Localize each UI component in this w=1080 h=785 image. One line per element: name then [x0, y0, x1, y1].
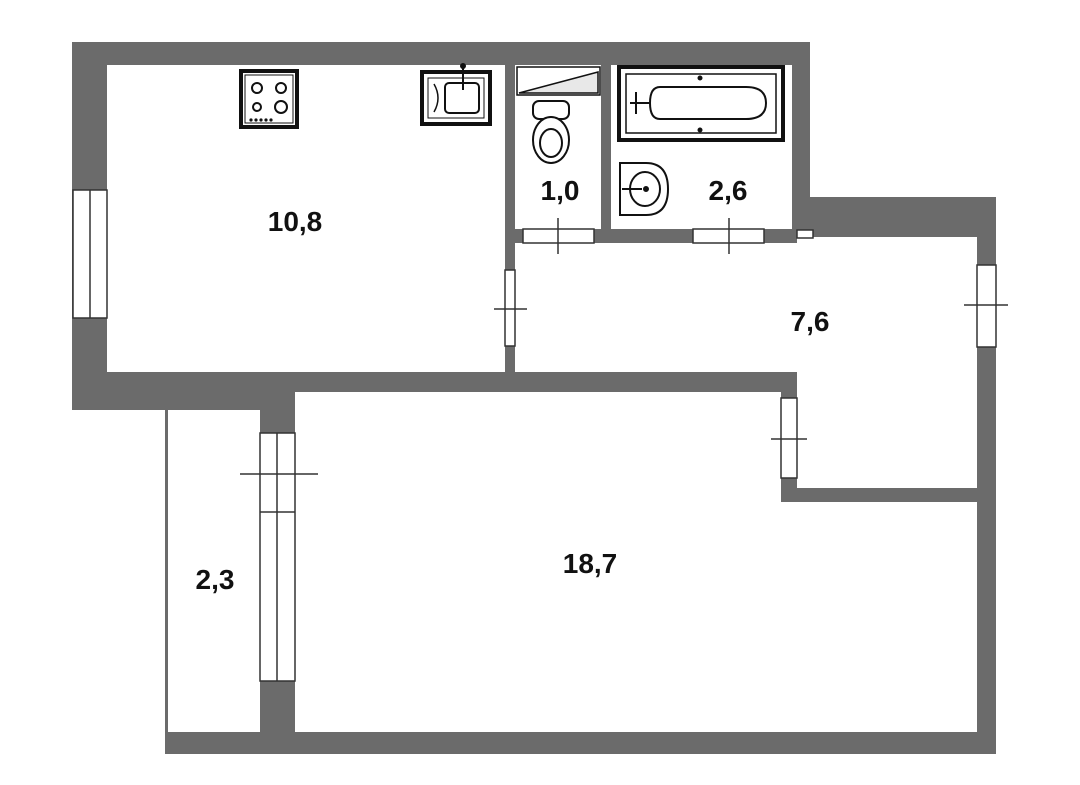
- toilet-icon: [532, 100, 570, 164]
- hallway-step: [796, 229, 814, 239]
- wall-step-top: [792, 197, 996, 237]
- wall-hall-inner-horizontal: [781, 488, 977, 502]
- wall-right-lower: [977, 488, 996, 754]
- room-labels: 10,8 1,0 2,6 7,6 18,7 2,3: [196, 175, 830, 595]
- wall-toilet-bath: [601, 42, 611, 238]
- area-hallway: 7,6: [791, 306, 830, 337]
- wall-bath-right: [792, 42, 810, 237]
- wall-right-upper: [977, 197, 996, 502]
- floor-living-right: [781, 502, 977, 732]
- floor-hallway-right: [797, 237, 977, 488]
- wall-kitchen-bottom: [72, 372, 796, 392]
- bathroom-sink-icon: [619, 162, 670, 216]
- area-toilet: 1,0: [541, 175, 580, 206]
- window-hallway: [976, 264, 997, 348]
- kitchen-sink-icon: [420, 63, 492, 126]
- area-living-room: 18,7: [563, 548, 618, 579]
- stove-icon: [239, 69, 299, 129]
- openings: [72, 189, 1008, 682]
- area-bathroom: 2,6: [709, 175, 748, 206]
- wall-lower-left-block: [72, 390, 294, 410]
- floor-living: [295, 392, 781, 732]
- floor-balcony: [168, 410, 260, 732]
- door-living: [780, 397, 798, 479]
- wall-bottom: [165, 732, 996, 754]
- door-kitchen: [504, 269, 516, 347]
- wall-balcony-left: [165, 410, 168, 734]
- wall-kitchen-toilet: [505, 42, 515, 372]
- cistern-shelf-icon: [516, 66, 601, 96]
- area-kitchen: 10,8: [268, 206, 323, 237]
- area-balcony: 2,3: [196, 564, 235, 595]
- bathtub-icon: [617, 65, 785, 142]
- wall-top: [72, 42, 810, 65]
